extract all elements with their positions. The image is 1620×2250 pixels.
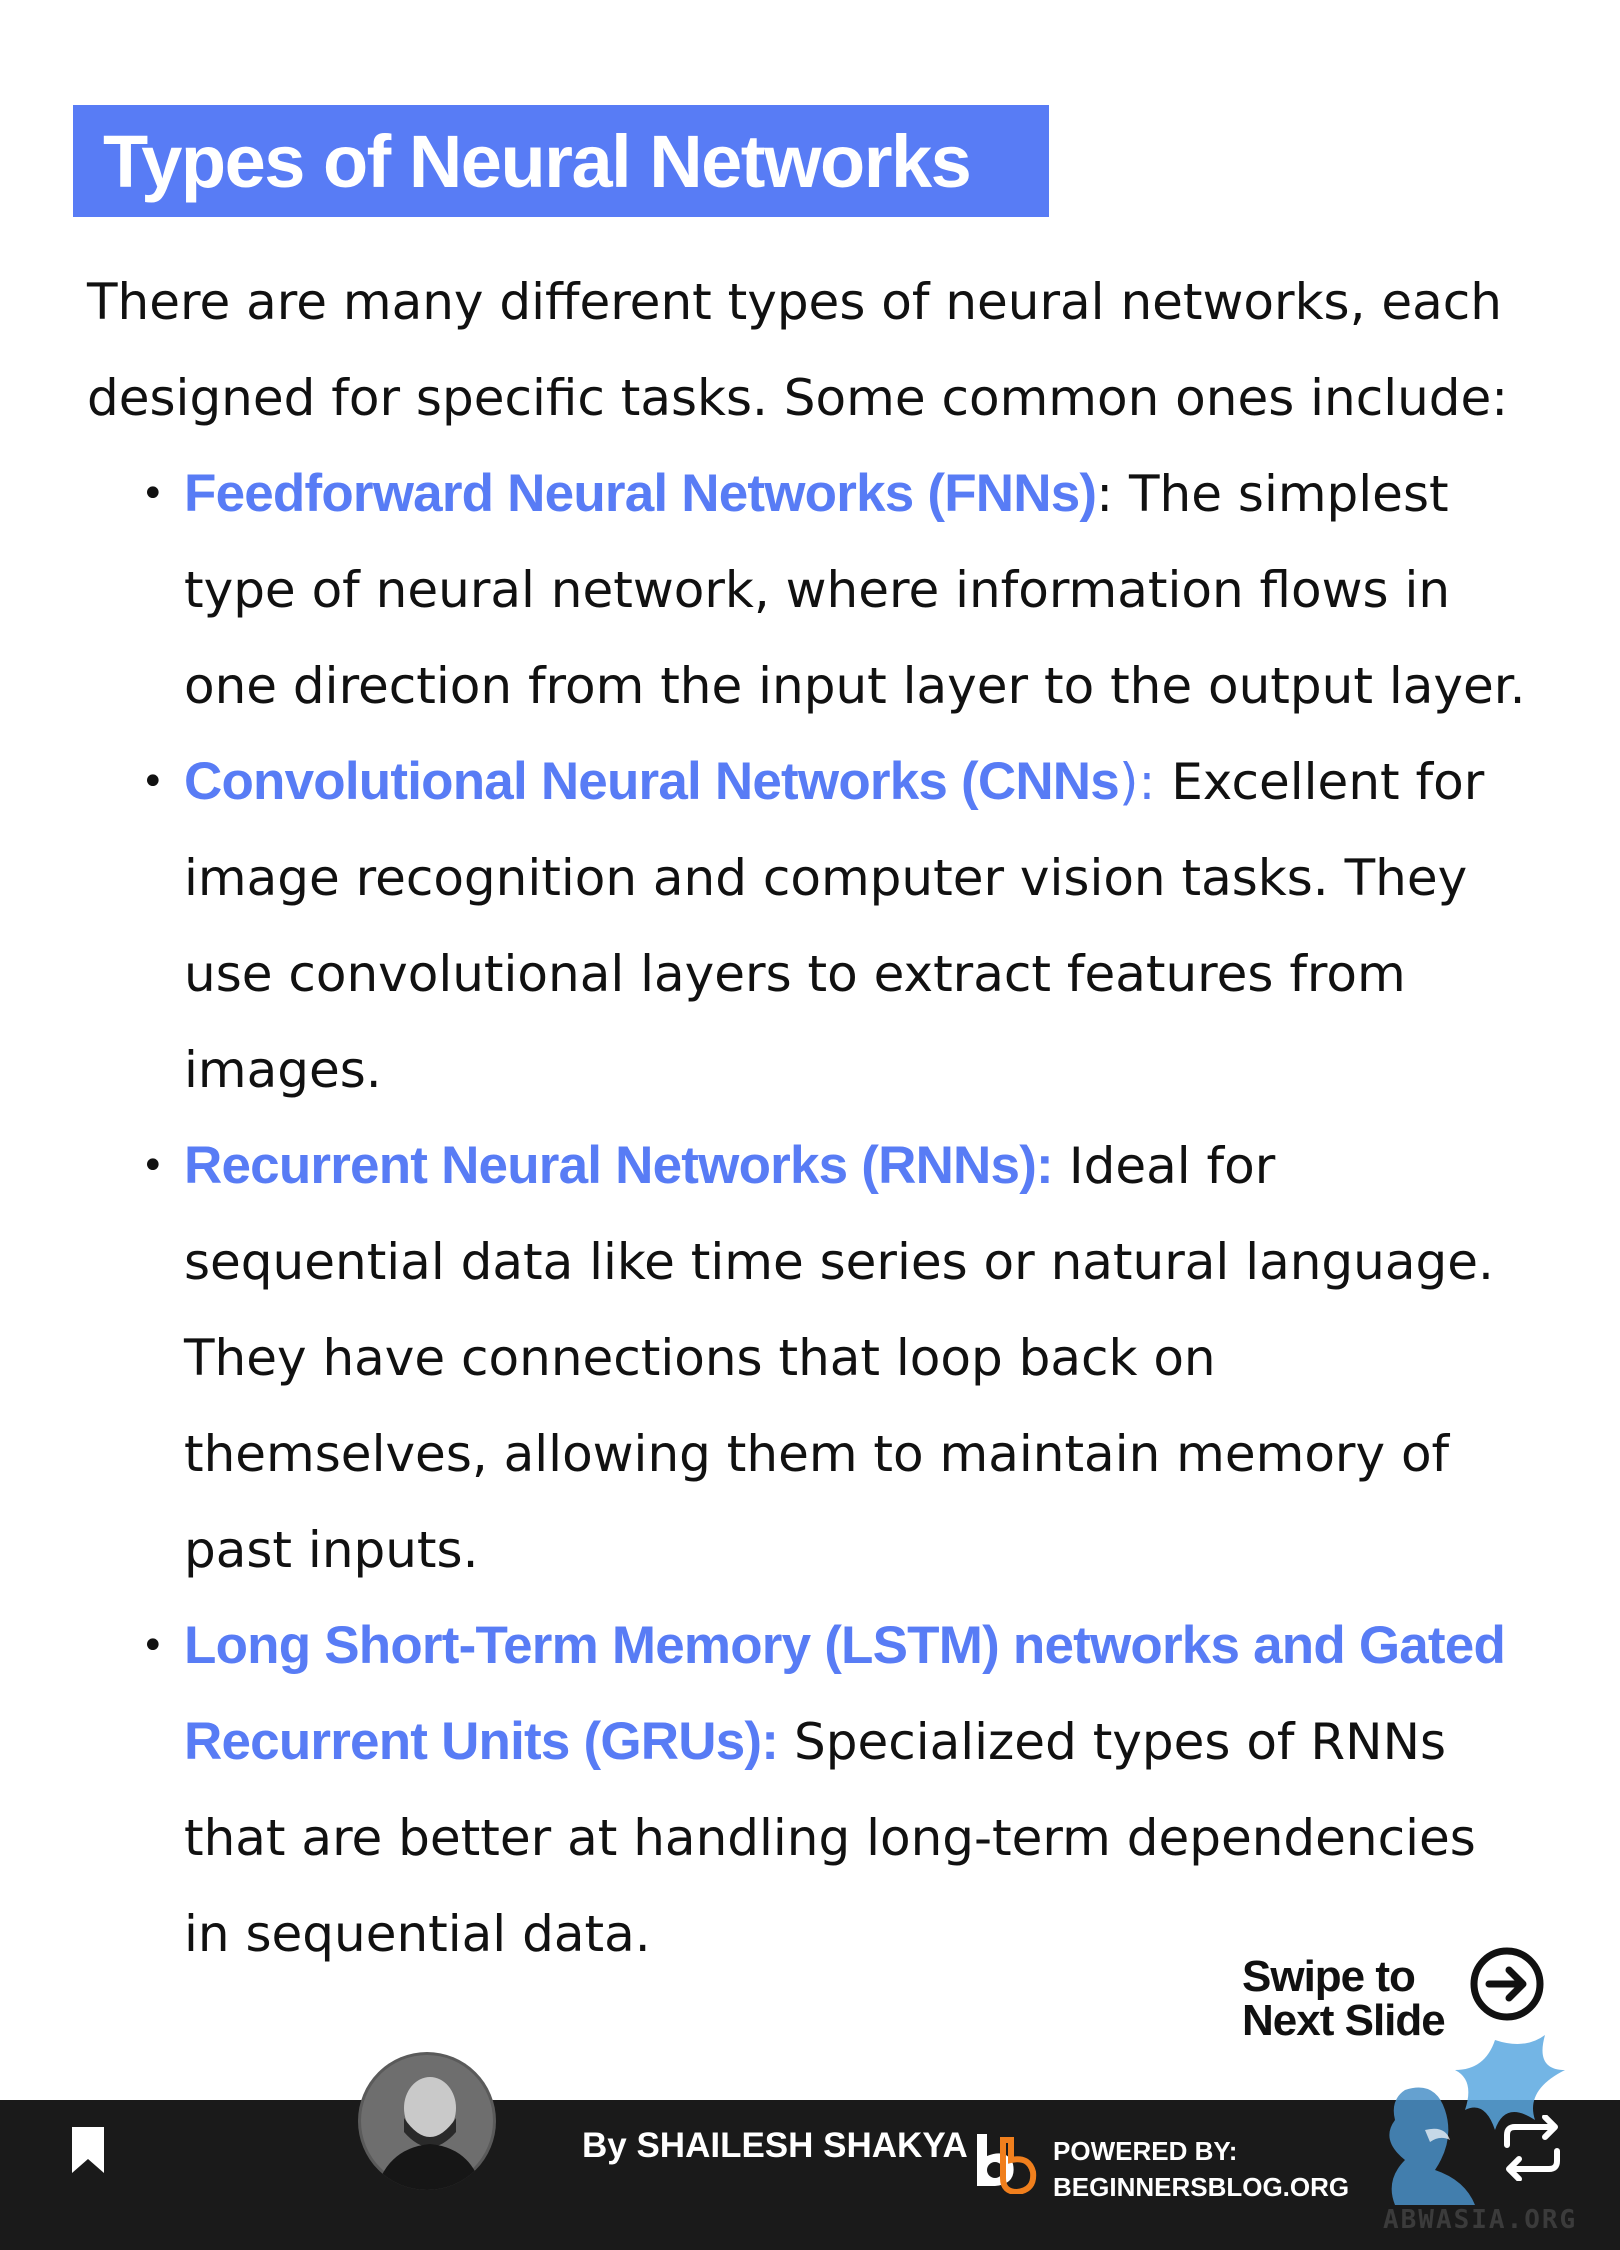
powered-by: POWERED BY: BEGINNERSBLOG.ORG [1053, 2133, 1349, 2205]
item-separator [778, 1713, 794, 1771]
powered-label: POWERED BY: [1053, 2136, 1238, 2166]
author-byline: By SHAILESH SHAKYA [582, 2126, 968, 2165]
slide-content: There are many different types of neural… [87, 254, 1527, 1982]
intro-paragraph: There are many different types of neural… [87, 273, 1509, 427]
arrow-right-circle-icon[interactable] [1469, 1946, 1545, 2022]
bullet: • [141, 471, 165, 517]
item-separator: : [1096, 465, 1130, 523]
page-title: Types of Neural Networks [103, 119, 972, 203]
swipe-line-1: Swipe to [1242, 1952, 1416, 2001]
network-types-list: • Feedforward Neural Networks (FNNs): The… [87, 446, 1527, 1982]
item-term: Convolutional Neural Networks (CNNs [184, 752, 1120, 811]
list-item: • Recurrent Neural Networks (RNNs): Ideal… [141, 1118, 1527, 1598]
list-item: • Convolutional Neural Networks (CNNs): E… [141, 734, 1527, 1118]
item-term: Recurrent Neural Networks (RNNs): [184, 1136, 1054, 1195]
avatar [358, 2052, 496, 2190]
bookmark-icon[interactable] [68, 2125, 108, 2175]
repost-icon[interactable] [1497, 2115, 1567, 2181]
bullet: • [141, 1143, 165, 1189]
item-separator: ): [1118, 753, 1172, 811]
item-description: Excellent for image recognition and comp… [184, 753, 1485, 1099]
beginnersblog-logo-icon [977, 2134, 1037, 2194]
title-banner: Types of Neural Networks [73, 105, 1049, 217]
avatar-photo [358, 2052, 496, 2190]
bullet: • [141, 1623, 165, 1669]
item-description: Specialized types of RNNs that are bette… [184, 1713, 1476, 1963]
list-item: • Feedforward Neural Networks (FNNs): The… [141, 446, 1527, 734]
item-description: Ideal for sequential data like time seri… [184, 1137, 1494, 1579]
list-item: • Long Short-Term Memory (LSTM) networks … [141, 1598, 1527, 1982]
watermark-text: ABWASIA.ORG [1383, 2205, 1578, 2235]
swipe-hint: Swipe to Next Slide [1242, 1952, 1446, 2045]
bullet: • [141, 759, 165, 805]
swipe-line-2: Next Slide [1242, 1996, 1446, 2045]
powered-site: BEGINNERSBLOG.ORG [1053, 2172, 1350, 2202]
item-description: The simplest type of neural network, whe… [184, 465, 1526, 715]
dragon-watermark-icon [1389, 2035, 1565, 2205]
item-term: Long Short-Term Memory (LSTM) networks a… [184, 1616, 1506, 1771]
item-separator [1053, 1137, 1069, 1195]
item-term: Feedforward Neural Networks (FNNs) [184, 464, 1097, 523]
footer-bar [0, 2100, 1620, 2250]
